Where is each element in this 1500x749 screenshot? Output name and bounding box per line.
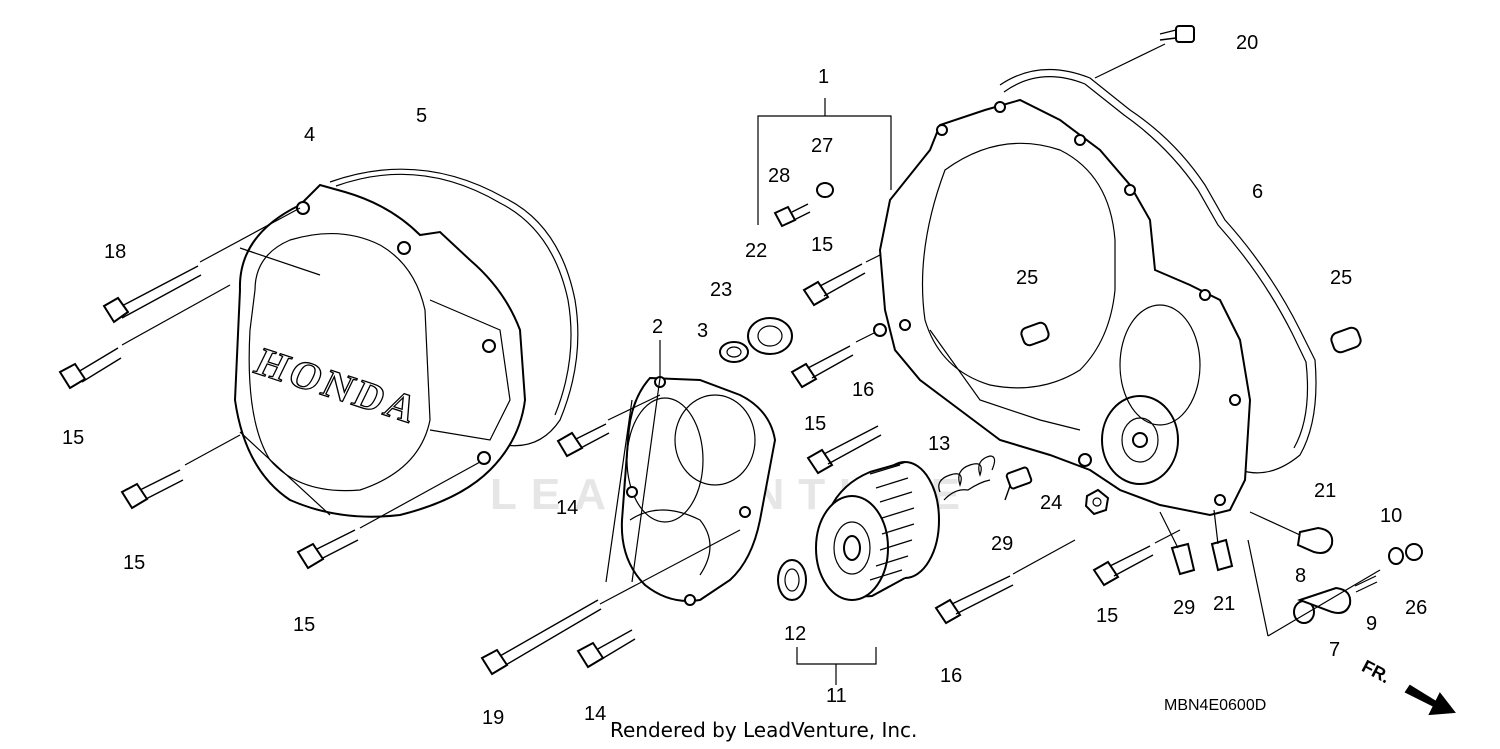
callout-25a: 25 xyxy=(1016,267,1038,289)
seal-12 xyxy=(777,559,807,601)
callout-16b: 16 xyxy=(940,665,962,687)
callout-23: 23 xyxy=(710,279,732,301)
callout-8: 8 xyxy=(1295,565,1306,587)
bearing-22 xyxy=(747,317,793,355)
clutch-cover-outer: HONDA xyxy=(233,168,579,518)
callout-26: 26 xyxy=(1405,597,1427,619)
callout-7: 7 xyxy=(1329,639,1340,661)
bolt-15b xyxy=(120,469,184,510)
callout-19: 19 xyxy=(482,707,504,729)
bolt-15d xyxy=(802,263,866,307)
callout-labels: 1 2 3 4 5 6 7 8 9 10 11 12 13 14 14 15 1… xyxy=(62,32,1427,729)
callout-11: 11 xyxy=(826,685,847,707)
bolt-15f xyxy=(1092,545,1154,587)
callout-2: 2 xyxy=(652,316,663,338)
callout-3: 3 xyxy=(697,320,708,342)
dowel-25b xyxy=(1330,326,1362,354)
spring-13 xyxy=(938,455,996,501)
washer-27 xyxy=(816,182,834,198)
left-leaders xyxy=(121,207,481,529)
callout-15c: 15 xyxy=(293,614,315,636)
callout-25b: 25 xyxy=(1330,267,1352,289)
callout-18: 18 xyxy=(104,241,126,263)
filter-cover-2 xyxy=(620,341,777,606)
callout-15e: 15 xyxy=(804,413,826,435)
direction-arrow-icon xyxy=(1404,684,1456,716)
sensor-group xyxy=(1247,539,1423,637)
plug-29b xyxy=(1159,511,1196,576)
plug-21b xyxy=(1210,509,1234,572)
callout-15d: 15 xyxy=(811,234,833,256)
callout-5: 5 xyxy=(416,105,427,127)
callout-1: 1 xyxy=(818,66,829,88)
bolt-28 xyxy=(773,203,811,228)
oil-filter xyxy=(815,461,940,601)
callout-14b: 14 xyxy=(584,703,606,725)
nut-24 xyxy=(1084,488,1110,516)
relief-bolt-29 xyxy=(1004,466,1033,501)
bolt-14a xyxy=(556,423,610,458)
callout-16a: 16 xyxy=(852,379,874,401)
callout-27: 27 xyxy=(811,135,833,157)
render-credit: Rendered by LeadVenture, Inc. xyxy=(610,718,918,742)
callout-28: 28 xyxy=(768,165,790,187)
bolt-16a xyxy=(806,425,882,475)
callout-22: 22 xyxy=(745,240,767,262)
callout-24: 24 xyxy=(1040,492,1062,514)
bolt-15a xyxy=(58,347,122,390)
bolt-14b xyxy=(576,629,636,669)
callout-20: 20 xyxy=(1236,32,1258,54)
callout-15f: 15 xyxy=(1096,605,1118,627)
callout-13: 13 xyxy=(928,433,950,455)
bolt-16b xyxy=(934,575,1014,625)
callout-21b: 21 xyxy=(1213,593,1235,615)
bolt-19 xyxy=(480,599,602,676)
diagram-code: MBN4E0600D xyxy=(1164,697,1267,714)
callout-9: 9 xyxy=(1366,613,1377,635)
callout-15a: 15 xyxy=(62,427,84,449)
callout-4: 4 xyxy=(304,124,315,146)
bolt-20 xyxy=(1094,25,1195,79)
bolt-15c xyxy=(296,529,359,570)
bolt-15e xyxy=(790,345,854,389)
right-crankcase-cover xyxy=(873,68,1317,517)
callout-14a: 14 xyxy=(556,497,578,519)
callout-15b: 15 xyxy=(123,552,145,574)
callout-10: 10 xyxy=(1380,505,1402,527)
cap-21a xyxy=(1249,511,1334,554)
bolt-18 xyxy=(102,265,202,324)
callout-6: 6 xyxy=(1252,181,1263,203)
callout-29b: 29 xyxy=(1173,597,1195,619)
callout-29a: 29 xyxy=(991,533,1013,555)
callout-12: 12 xyxy=(784,623,806,645)
callout-21a: 21 xyxy=(1314,480,1336,502)
